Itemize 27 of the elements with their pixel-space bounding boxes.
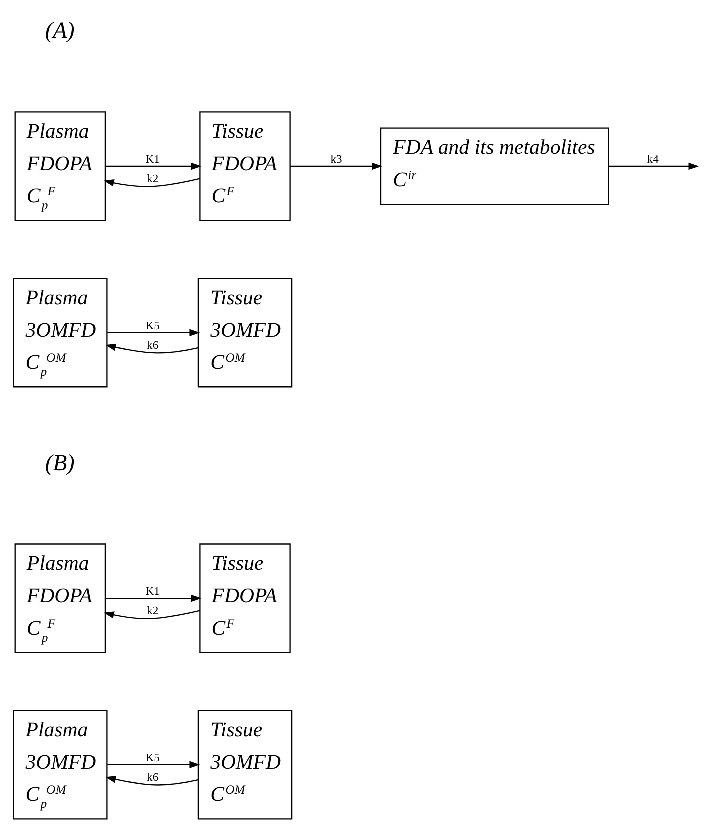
edge-label: k2	[147, 174, 159, 186]
node-box: Tissue FDOPA C$^{F}$	[200, 112, 291, 222]
arrow	[104, 610, 200, 620]
node-box: Tissue 3OMFD C$^{OM}$	[198, 278, 293, 388]
edge-label: K5	[146, 320, 160, 332]
edge-label: k4	[647, 154, 659, 166]
arrow	[290, 162, 383, 170]
label: (B)	[45, 449, 75, 476]
arrow	[106, 776, 198, 786]
node-box: FDA and its metabolites C$^{ir}$	[380, 128, 610, 206]
arrow	[108, 761, 200, 769]
arrow	[108, 329, 200, 336]
arrow	[106, 594, 202, 602]
arrow	[104, 178, 200, 188]
edge-label: K1	[146, 586, 160, 598]
arrow	[608, 162, 700, 170]
edge-label: K1	[146, 154, 160, 166]
edge-label: k2	[147, 606, 159, 618]
arrow	[106, 162, 202, 170]
edge-label: k6	[147, 340, 159, 352]
label: (A)	[45, 17, 75, 44]
edge-label: k3	[330, 154, 342, 166]
edge-label: k6	[147, 772, 159, 784]
node-box: Tissue 3OMFD C$^{OM}$	[198, 710, 293, 820]
arrow	[106, 344, 198, 354]
node-box: Tissue FDOPA C$^{F}$	[200, 544, 291, 654]
edge-label: K5	[146, 752, 160, 764]
